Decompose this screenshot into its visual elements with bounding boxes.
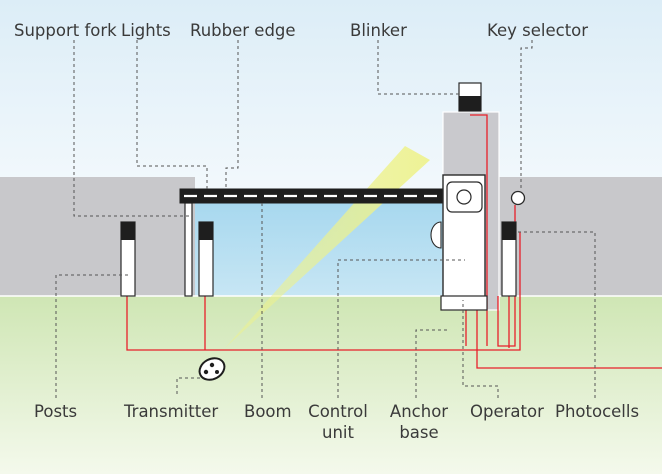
blinker-lamp: [458, 82, 482, 112]
ground: [0, 296, 662, 474]
transmitter-remote: [198, 357, 226, 381]
label-boom: Boom: [244, 402, 292, 421]
label-photocells: Photocells: [555, 402, 639, 421]
label-support-fork: Support fork: [14, 21, 117, 40]
label-operator: Operator: [470, 402, 544, 421]
wiring: [126, 114, 662, 369]
label-anchor-base-2: base: [399, 423, 438, 442]
label-rubber-edge: Rubber edge: [190, 21, 296, 40]
operator-unit: [430, 174, 488, 311]
left-post: [120, 221, 136, 297]
label-control-unit-1: Control: [308, 402, 368, 421]
label-blinker: Blinker: [350, 21, 407, 40]
label-posts: Posts: [34, 402, 77, 421]
label-control-unit-2: unit: [322, 423, 354, 442]
label-key-selector: Key selector: [487, 21, 588, 40]
left-wall: [0, 177, 195, 296]
boom-arm: [179, 188, 449, 204]
right-post: [501, 221, 517, 297]
middle-post: [198, 221, 214, 297]
support-fork: [184, 202, 193, 297]
label-anchor-base-1: Anchor: [390, 402, 448, 421]
label-lights: Lights: [121, 21, 171, 40]
key-selector-device: [510, 190, 526, 206]
label-transmitter: Transmitter: [123, 402, 218, 421]
leader-lines: [55, 40, 596, 398]
anchor-base-plate: [440, 295, 488, 311]
